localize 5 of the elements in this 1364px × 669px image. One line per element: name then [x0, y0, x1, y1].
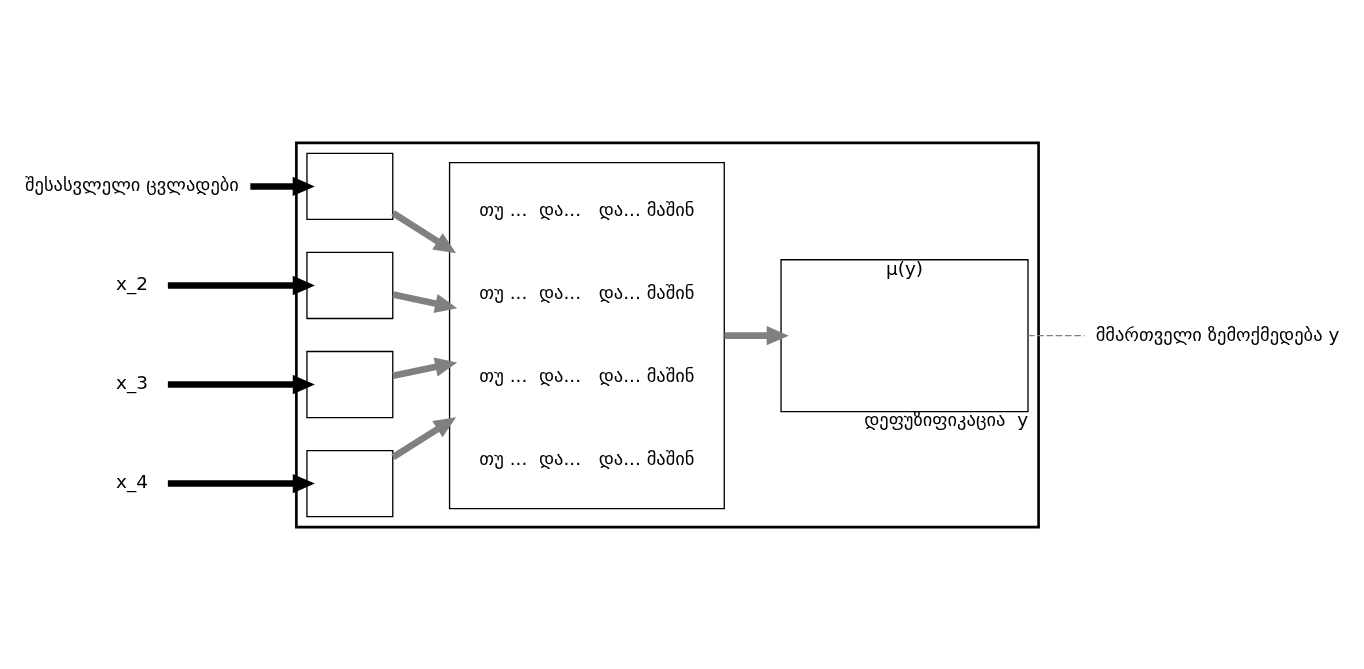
node-text: x_4 [115, 470, 148, 492]
node-text: x_2 [115, 272, 148, 294]
node-text: x_3 [115, 371, 148, 393]
node-text: მმართველი ზემოქმედება y [1095, 323, 1340, 345]
node-text: შესასვლელი ცვლადები [25, 173, 239, 195]
